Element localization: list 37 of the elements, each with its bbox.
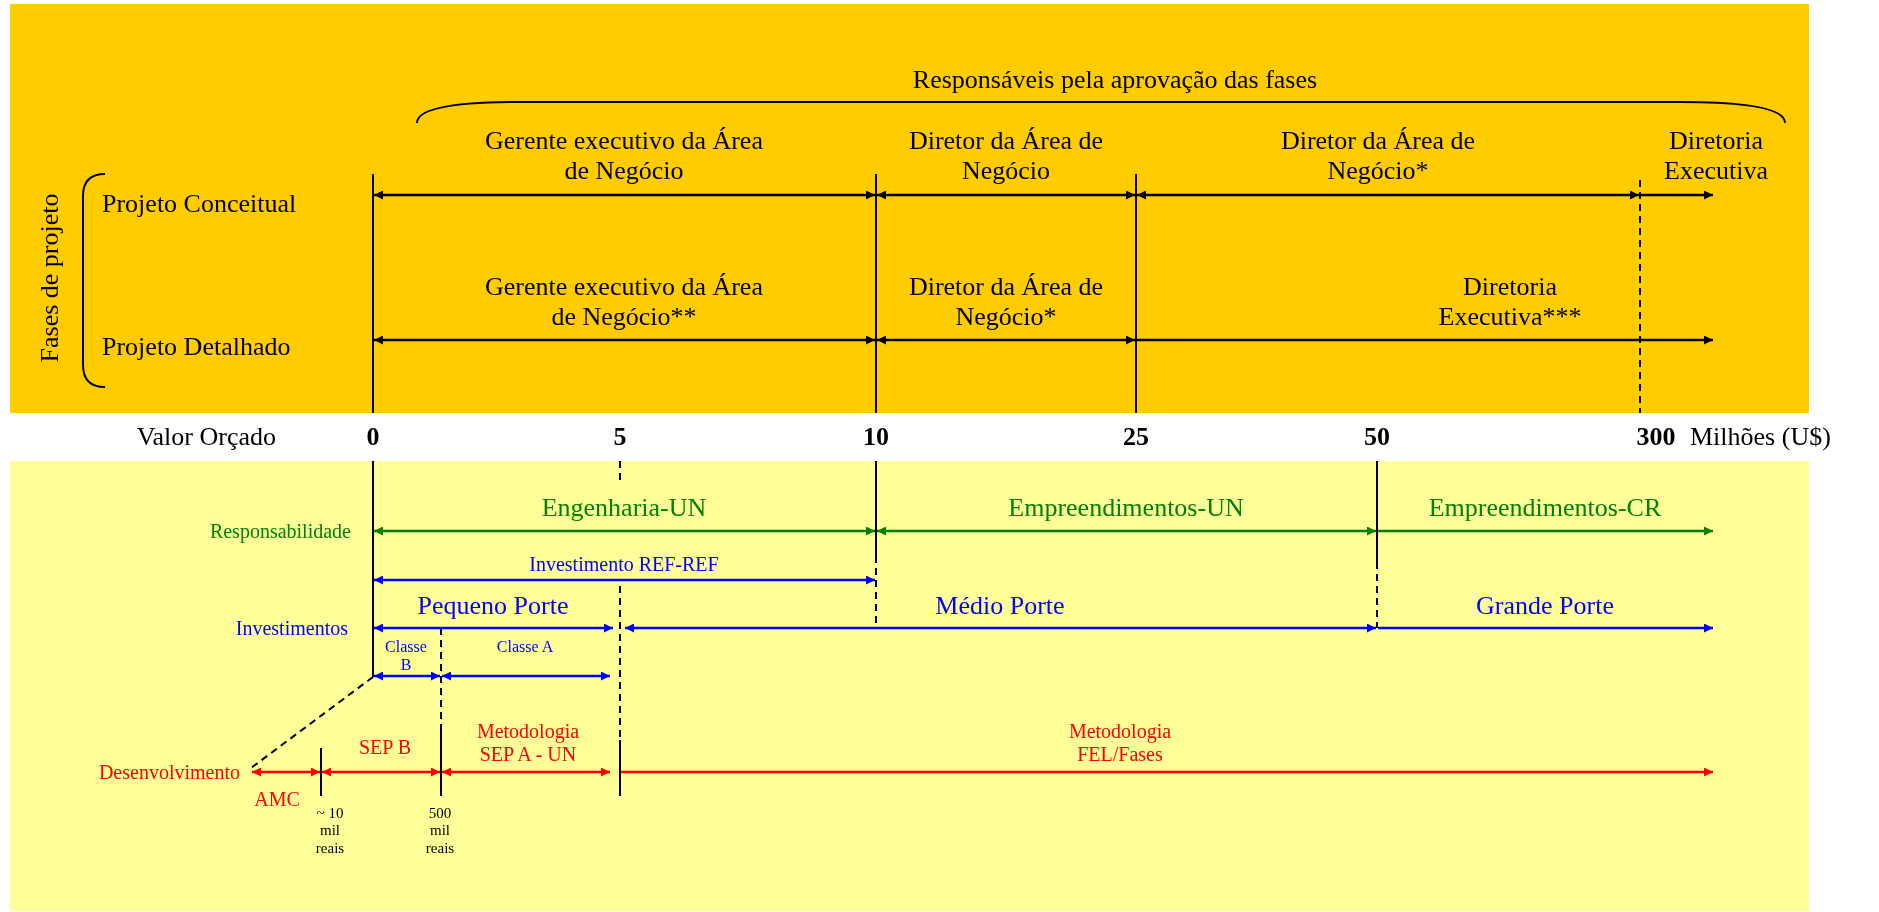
text-label: 500 mil reais bbox=[424, 805, 456, 857]
text-label: Valor Orçado bbox=[135, 422, 276, 452]
text-label: Responsáveis pela aprovação das fases bbox=[911, 65, 1319, 95]
text-label: Desenvolvimento bbox=[97, 760, 240, 784]
text-label: Empreendimentos-UN bbox=[1007, 493, 1245, 523]
text-label: Investimento REF-REF bbox=[528, 552, 720, 576]
axis-value: 50 bbox=[1363, 422, 1391, 452]
text-label: Diretoria Executiva bbox=[1663, 126, 1769, 186]
text-label: Grande Porte bbox=[1475, 591, 1615, 621]
text-label: Engenharia-UN bbox=[540, 493, 708, 523]
text-label: Projeto Detalhado bbox=[102, 332, 292, 362]
text-label: Diretor da Área de Negócio* bbox=[907, 272, 1105, 332]
text-label: Metodologia FEL/Fases bbox=[1067, 720, 1173, 766]
text-label: SEP B bbox=[357, 735, 413, 759]
text-label: Empreendimentos-CR bbox=[1427, 493, 1663, 523]
text-label: Metodologia SEP A - UN bbox=[475, 720, 581, 766]
text-label: Milhões (U$) bbox=[1690, 422, 1832, 452]
axis-value: 10 bbox=[862, 422, 890, 452]
axis-value: 300 bbox=[1635, 422, 1677, 452]
axis-value: 5 bbox=[612, 422, 628, 452]
text-label: AMC bbox=[253, 787, 301, 811]
text-label: Diretor da Área de Negócio* bbox=[1279, 126, 1477, 186]
text-label: Médio Porte bbox=[934, 591, 1066, 621]
text-label: Responsabilidade bbox=[208, 519, 351, 543]
text-label: Diretor da Área de Negócio bbox=[907, 126, 1105, 186]
text-label: ~ 10 mil reais bbox=[314, 805, 346, 857]
text-label: Classe B bbox=[384, 637, 428, 675]
text-label: Pequeno Porte bbox=[416, 591, 570, 621]
text-label: Diretoria Executiva*** bbox=[1437, 272, 1583, 332]
text-label: Fases de projeto bbox=[35, 192, 65, 365]
axis-value: 25 bbox=[1122, 422, 1150, 452]
text-label: Gerente executivo da Área de Negócio bbox=[484, 126, 764, 186]
text-label: Projeto Conceitual bbox=[102, 189, 298, 219]
text-label: Gerente executivo da Área de Negócio** bbox=[484, 272, 764, 332]
text-label: Classe A bbox=[495, 637, 555, 657]
text-label: Investimentos bbox=[234, 616, 348, 640]
axis-value: 0 bbox=[365, 422, 381, 452]
